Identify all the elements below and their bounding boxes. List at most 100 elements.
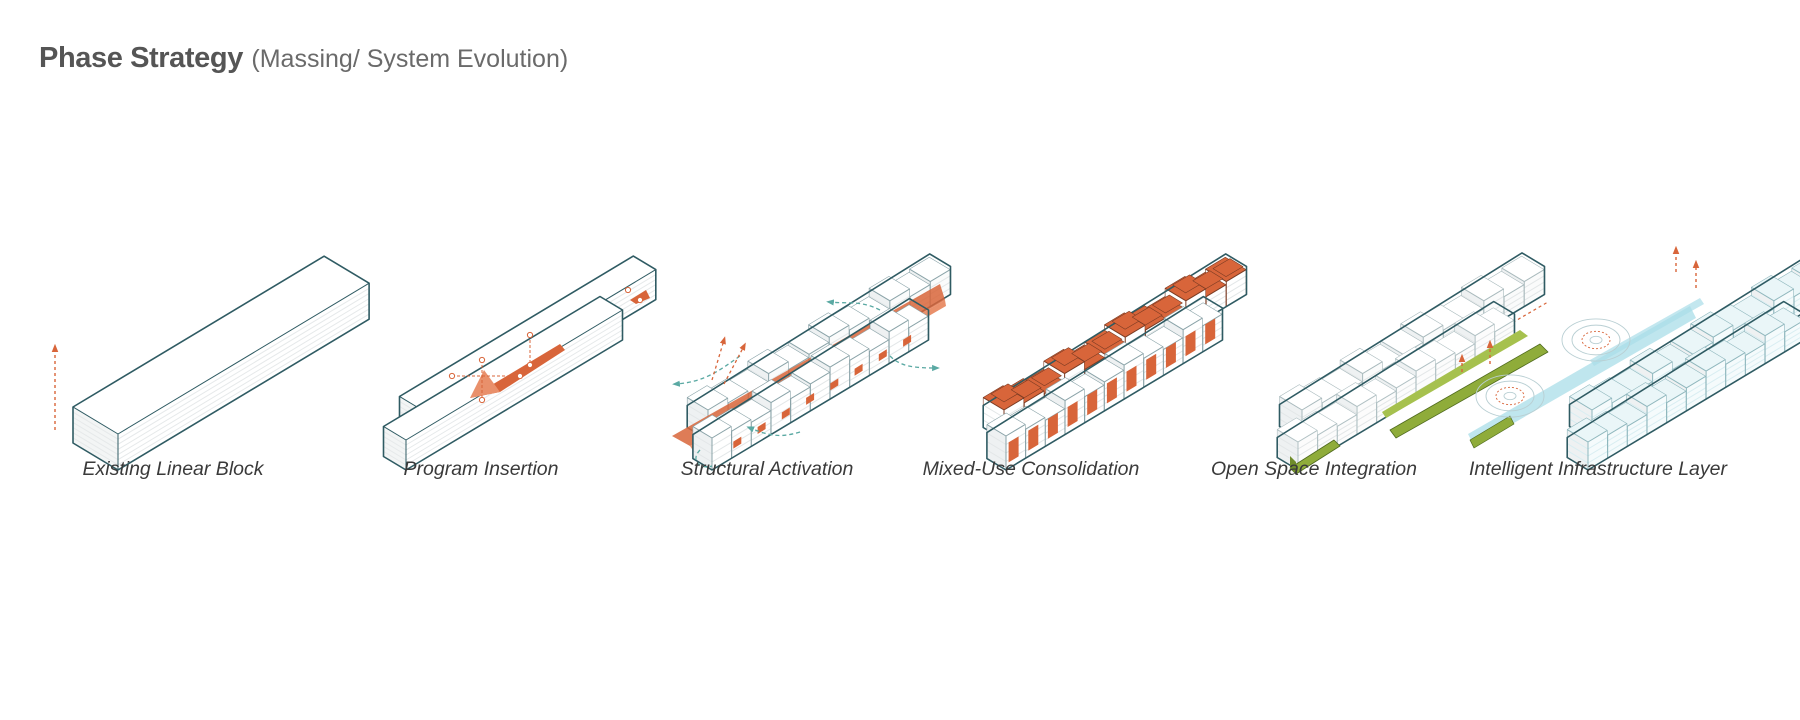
floor-line: [1435, 358, 1456, 371]
green-park-edge: [1290, 456, 1296, 474]
phase-1-existing-linear-block: [51, 255, 370, 471]
block-edge: [1665, 375, 1687, 389]
floor-line: [868, 295, 891, 309]
program-cap: [1131, 306, 1163, 326]
block-edge: [849, 348, 870, 361]
block-edge: [1422, 324, 1444, 338]
floor-line: [1784, 327, 1800, 338]
block-edge: [1182, 317, 1203, 331]
phase-2-program-insertion: [382, 255, 657, 471]
floor-line: [1607, 434, 1628, 448]
block-edge: [808, 342, 830, 355]
block-top-face: [1791, 263, 1800, 273]
block-edge: [1337, 414, 1357, 427]
program-cap: [1010, 379, 1042, 399]
floor-line: [1503, 289, 1525, 303]
program-infill: [1047, 412, 1058, 439]
program-node: [478, 356, 486, 364]
floor-line: [1396, 381, 1416, 395]
block-edge: [790, 386, 811, 400]
program-node: [526, 361, 534, 369]
floor-line: [888, 327, 909, 341]
floor-line: [1745, 348, 1766, 361]
block-edge: [1764, 323, 1785, 337]
block-edge: [1064, 388, 1085, 401]
block-edge: [1375, 375, 1397, 389]
floor-line: [1566, 443, 1589, 457]
balcony-accent: [781, 407, 790, 420]
floor-line: [1764, 337, 1785, 351]
floor-line: [383, 451, 407, 466]
floor-line: [849, 368, 870, 381]
sensor-ring: [1503, 391, 1517, 401]
block-edge: [747, 360, 769, 375]
program-infill: [1146, 353, 1157, 380]
phase-5-open-space-integration: [1276, 252, 1549, 475]
block-edge: [1025, 417, 1046, 430]
floor-line: [711, 449, 732, 463]
block-top-face: [1420, 304, 1464, 331]
floor-line: [731, 439, 752, 452]
floor-line: [770, 398, 791, 411]
floor-line: [1145, 323, 1166, 337]
floor-line: [1784, 332, 1800, 343]
block-edge: [1045, 388, 1066, 401]
block-edge: [1461, 286, 1485, 302]
flow-arrow: [889, 355, 940, 372]
block-outline: [72, 255, 370, 471]
floor-line: [930, 275, 951, 289]
floor-line: [1587, 436, 1608, 450]
floor-line: [1276, 443, 1299, 457]
program-cap: [1091, 330, 1123, 350]
floor-line: [1494, 329, 1515, 343]
block-top-face: [1630, 348, 1673, 374]
floor-line: [986, 449, 1007, 462]
floor-line: [1524, 281, 1545, 295]
program-node: [478, 396, 486, 404]
program-infill: [1165, 342, 1176, 368]
sensor-ring: [1581, 330, 1611, 350]
floor-line: [888, 343, 909, 357]
caption-mixed-use-consolidation: Mixed-Use Consolidation: [922, 458, 1140, 480]
program-infill: [1067, 401, 1078, 427]
block-edge: [1652, 361, 1673, 375]
front-serrated-bar: [692, 297, 930, 471]
block-edge: [1791, 267, 1800, 274]
block-edge: [1297, 429, 1318, 443]
floor-line: [889, 295, 910, 309]
program-infill: [1008, 436, 1019, 463]
block-edge: [711, 425, 732, 439]
block-edge: [1503, 284, 1525, 298]
floor-line: [869, 327, 890, 341]
program-cap: [1212, 258, 1244, 277]
block-top-face: [1589, 377, 1632, 403]
floor-line: [1226, 287, 1247, 301]
floor-line: [1297, 436, 1318, 450]
floor-line: [1205, 295, 1227, 309]
block-edge: [1725, 352, 1746, 365]
floor-line: [1337, 424, 1357, 437]
floor-line: [1607, 428, 1628, 442]
block-edge: [1751, 286, 1775, 302]
floor-line: [1474, 330, 1495, 344]
floor-line: [1646, 401, 1667, 414]
block-top-face: [1481, 271, 1524, 297]
floor-line: [1666, 395, 1687, 409]
block-edge: [1336, 393, 1358, 407]
floor-line: [692, 434, 713, 447]
block-edge: [1607, 423, 1628, 436]
block-top-face: [1360, 344, 1403, 370]
floor-line: [1396, 387, 1416, 400]
floor-line: [1524, 275, 1545, 289]
caption-structural-activation: Structural Activation: [680, 458, 854, 480]
floor-line: [72, 416, 119, 445]
block-end-face: [73, 407, 118, 470]
floor-line: [1524, 287, 1545, 301]
block-edge: [1745, 343, 1766, 356]
block-edge: [1205, 284, 1227, 298]
floor-line: [1454, 329, 1476, 344]
floor-line: [810, 378, 830, 392]
balcony-accent: [878, 349, 887, 362]
floor-line: [1705, 366, 1726, 379]
floor-line: [711, 433, 732, 447]
